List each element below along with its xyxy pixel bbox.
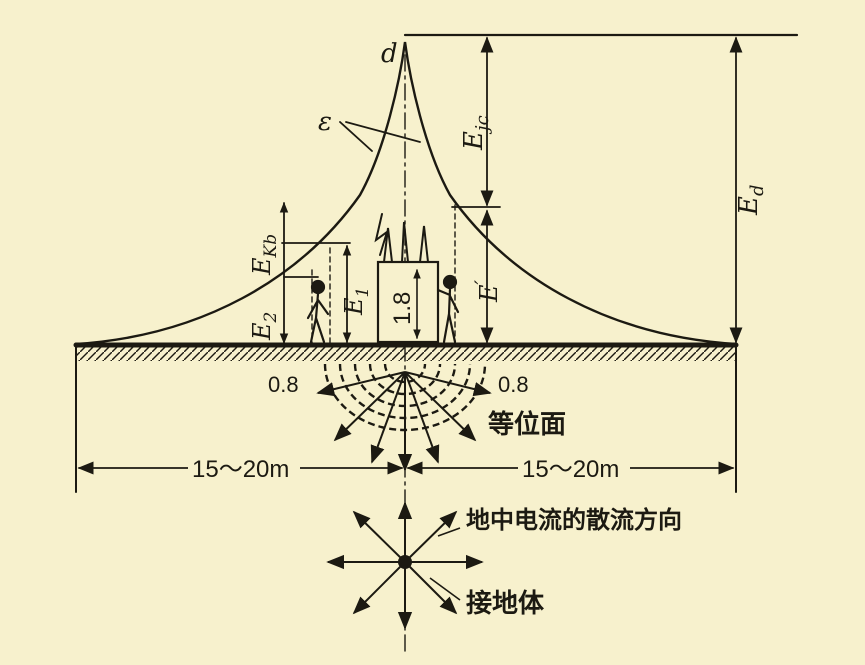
electrode-label: 接地体 <box>466 589 545 619</box>
epsilon-leader-right <box>345 121 421 143</box>
svg-text:E2: E2 <box>248 312 281 341</box>
svg-text:EKb: EKb <box>248 234 281 276</box>
step-left-label: 0.8 <box>268 372 299 397</box>
distance-left-label: 15～20m <box>192 456 289 483</box>
epsilon-leader-left <box>339 121 373 152</box>
current-direction-label: 地中电流的散流方向 <box>466 506 682 534</box>
e1-label: E1 <box>340 287 373 316</box>
ekb-label: EKb <box>248 234 281 276</box>
height-label: 1.8 <box>389 292 416 325</box>
lightning-spark <box>374 213 389 256</box>
grounding-electrode <box>398 555 412 569</box>
svg-text:E′: E′ <box>470 279 503 303</box>
current-dir-leader <box>437 527 461 537</box>
person-right <box>436 274 460 344</box>
person-left <box>306 279 330 344</box>
svg-text:Ed: Ed <box>734 184 768 216</box>
epsilon-label: ε <box>318 107 332 137</box>
step-right-label: 0.8 <box>498 372 529 397</box>
e-prime-label: E′ <box>470 279 503 303</box>
svg-text:1.8: 1.8 <box>389 292 416 325</box>
equipotential-label: 等位面 <box>488 409 566 440</box>
e2-label: E2 <box>248 312 281 341</box>
soil-hatch <box>76 347 736 361</box>
ed-label: Ed <box>734 184 768 216</box>
svg-text:Ejc: Ejc <box>459 115 493 151</box>
electrode-leader <box>429 577 461 601</box>
peak-label: d <box>381 39 398 69</box>
distance-right-label: 15～20m <box>522 456 619 483</box>
potential-curve <box>74 41 738 346</box>
current-rays-electrode <box>326 501 484 630</box>
equipment-cabinet <box>376 260 440 344</box>
current-rays-upper <box>316 371 492 472</box>
svg-text:E1: E1 <box>340 287 373 316</box>
dist-left-bg <box>188 455 300 481</box>
equipment-bushings <box>383 221 429 263</box>
dist-right-bg <box>518 455 630 481</box>
ejc-label: Ejc <box>459 115 493 151</box>
